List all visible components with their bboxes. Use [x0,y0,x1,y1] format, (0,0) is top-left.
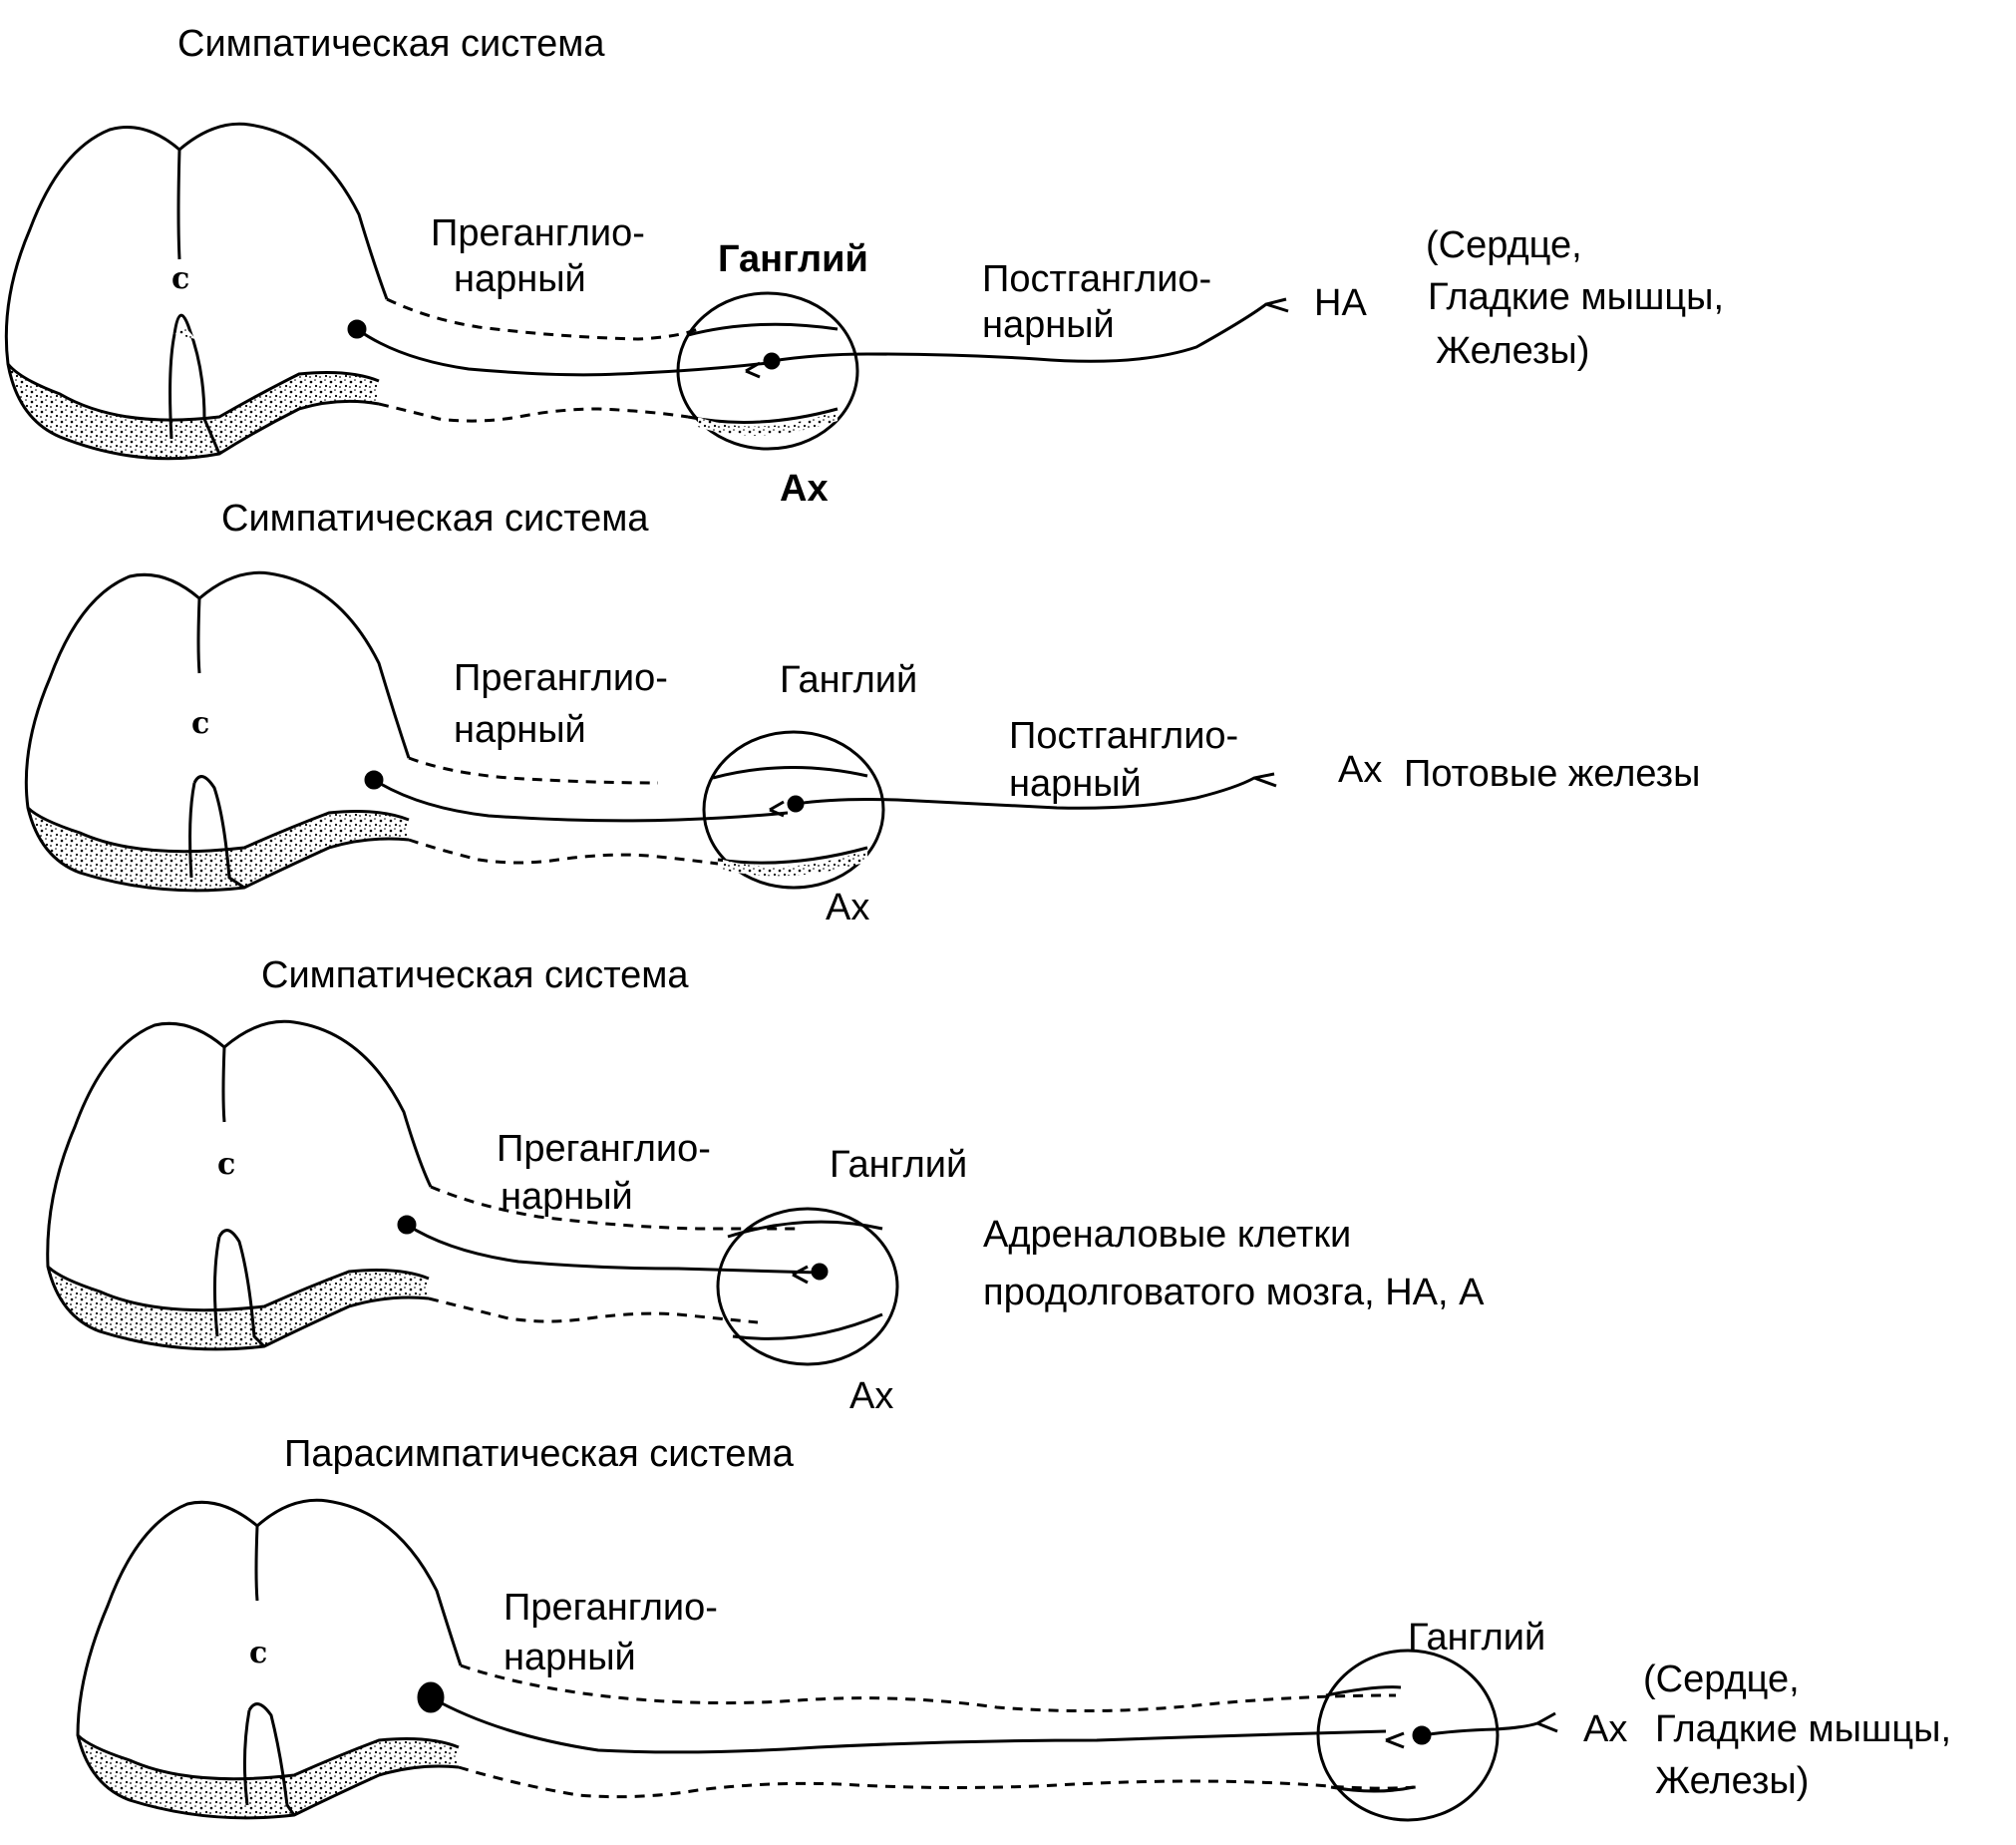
panel-4-pre-line2: нарный [504,1637,636,1678]
panel-1-drawing [6,124,1288,459]
panel-1-ganglion [678,293,857,449]
panel-3-preganglionic-axon [407,1225,818,1273]
panel-1-pre-line2: нарный [454,258,586,300]
panel-1-pre-line1: Преганглио- [431,212,645,254]
panel-1-ganglion-label: Ганглий [718,238,868,280]
panel-3-spinal-cord [48,1021,431,1349]
panel-2-pre-line2: нарный [454,709,586,751]
panel-4-target-line1: (Сердце, [1643,1659,1800,1700]
panel-4-spinal-cord [78,1500,461,1818]
panel-1-spinal-cord [6,124,387,459]
panel-3-target-line1: Адреналовые клетки [983,1214,1352,1256]
panel-3-cord-mark: с [217,1147,236,1182]
panel-4-cord-mark: с [249,1636,268,1670]
panel-2-post-line1: Постганглио- [1009,715,1239,757]
panel-2-spinal-cord [26,572,409,891]
panel-4-preganglionic-axon [431,1697,1386,1752]
panel-3-ganglion-transmitter: Ах [849,1375,894,1417]
panel-4-target-line2: Гладкие мышцы, [1655,1708,1952,1750]
panel-4-ganglion [1318,1651,1498,1820]
panel-3-pre-line2: нарный [501,1176,633,1218]
panel-4-drawing [78,1500,1557,1820]
panel-2-effector-transmitter: Ах [1338,749,1383,791]
panel-2-ganglion-label: Ганглий [780,659,918,701]
panel-3-title: Симпатическая система [261,954,689,996]
panel-4-effector-transmitter: Ах [1583,1708,1628,1750]
panel-4-title: Парасимпатическая система [284,1433,794,1475]
panel-3-drawing [48,1021,897,1364]
panel-4-postganglionic-axon [1422,1713,1557,1735]
panel-4-pre-line1: Преганглио- [504,1587,718,1629]
panel-1-target-line2: Гладкие мышцы, [1428,276,1725,318]
panel-2-pre-line1: Преганглио- [454,657,668,699]
panel-3-pre-line1: Преганглио- [497,1128,711,1170]
panel-2-post-line2: нарный [1009,763,1142,805]
panel-3-ganglion-neuron [813,1265,827,1279]
panel-1-postganglionic-axon [772,299,1288,361]
panel-3-target-line2: продолговатого мозга, НА, А [983,1272,1485,1313]
panel-2-cord-mark: с [191,706,210,741]
panel-1-ganglion-transmitter: Ах [780,468,829,510]
panel-4-ganglion-label: Ганглий [1408,1617,1546,1659]
panel-3-ganglion [718,1209,897,1364]
panel-2-ganglion-transmitter: Ах [826,887,870,928]
panel-1-preganglionic-axon [357,329,768,375]
panel-2-preganglionic-axon [374,780,788,821]
panel-1-effector-transmitter: НА [1314,282,1367,324]
panel-2-drawing [26,572,1276,891]
panel-4-target-line3: Железы) [1655,1760,1810,1802]
panel-2-target-line1: Потовые железы [1404,753,1701,795]
panel-2-postganglionic-axon [796,774,1276,808]
panel-1-post-line2: нарный [982,304,1115,346]
panel-1-title: Симпатическая система [177,23,605,65]
panel-2-ganglion [704,732,883,888]
panel-1-target-line1: (Сердце, [1426,224,1582,266]
panel-1-post-line1: Постганглио- [982,258,1212,300]
panel-3-ganglion-label: Ганглий [830,1144,968,1186]
panel-2-title: Симпатическая система [221,498,649,540]
panel-1-target-line3: Железы) [1436,330,1590,372]
panel-1-cord-mark: с [171,261,190,296]
